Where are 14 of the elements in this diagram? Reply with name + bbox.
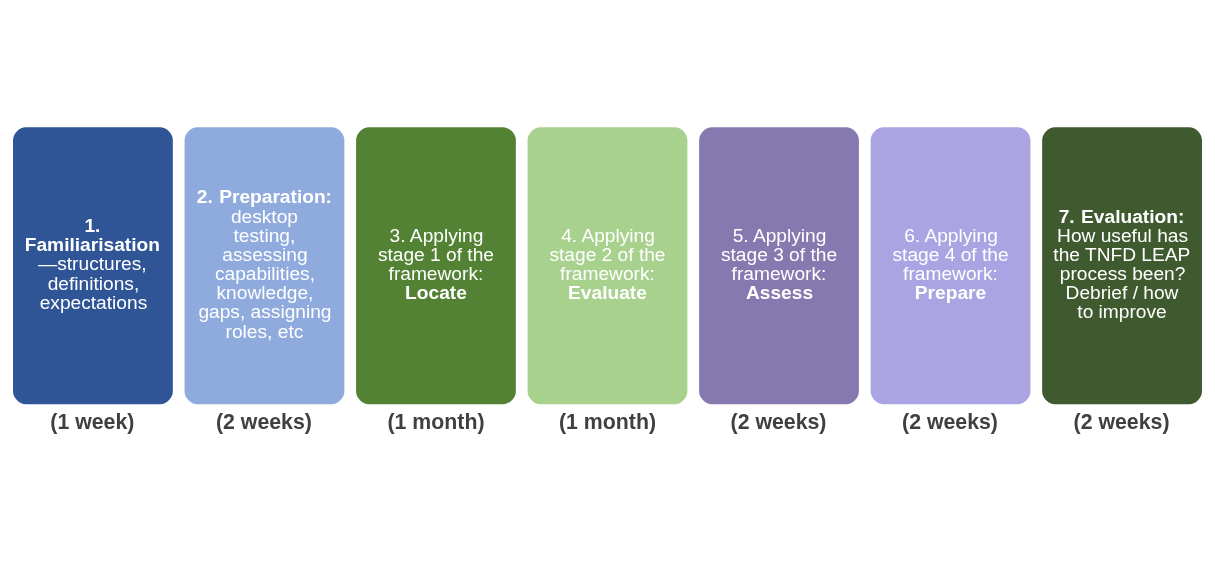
node-box: 5. Applying stage 3 of the framework: Assess: [699, 127, 859, 405]
node-label: (2 weeks): [215, 409, 312, 434]
node-box: 4. Applying stage 2 of the framework: Evaluate: [527, 127, 688, 405]
node-box: 7. Evaluation: How useful has the TNFD LEAP process been? Debrief / how to improve: [1042, 127, 1202, 405]
node-label: (1 month): [559, 409, 657, 434]
node-label: (2 weeks): [1073, 409, 1170, 434]
node-box: 3. Applying stage 1 of the framework: Locate: [356, 127, 516, 405]
node-label: (1 week): [50, 409, 135, 434]
node-label: (2 weeks): [902, 409, 998, 434]
node-label: (2 weeks): [730, 409, 827, 434]
node-box: 6. Applying stage 4 of the framework: Prepare: [870, 127, 1031, 405]
node-box: 2. Preparation: desktop testing, assessing capabilities, knowledge, gaps, assigning roles, etc: [184, 127, 345, 405]
node-label: (1 month): [387, 409, 485, 434]
node-box: 1. Familiarisation—structures, definitions, expectations: [13, 127, 173, 405]
